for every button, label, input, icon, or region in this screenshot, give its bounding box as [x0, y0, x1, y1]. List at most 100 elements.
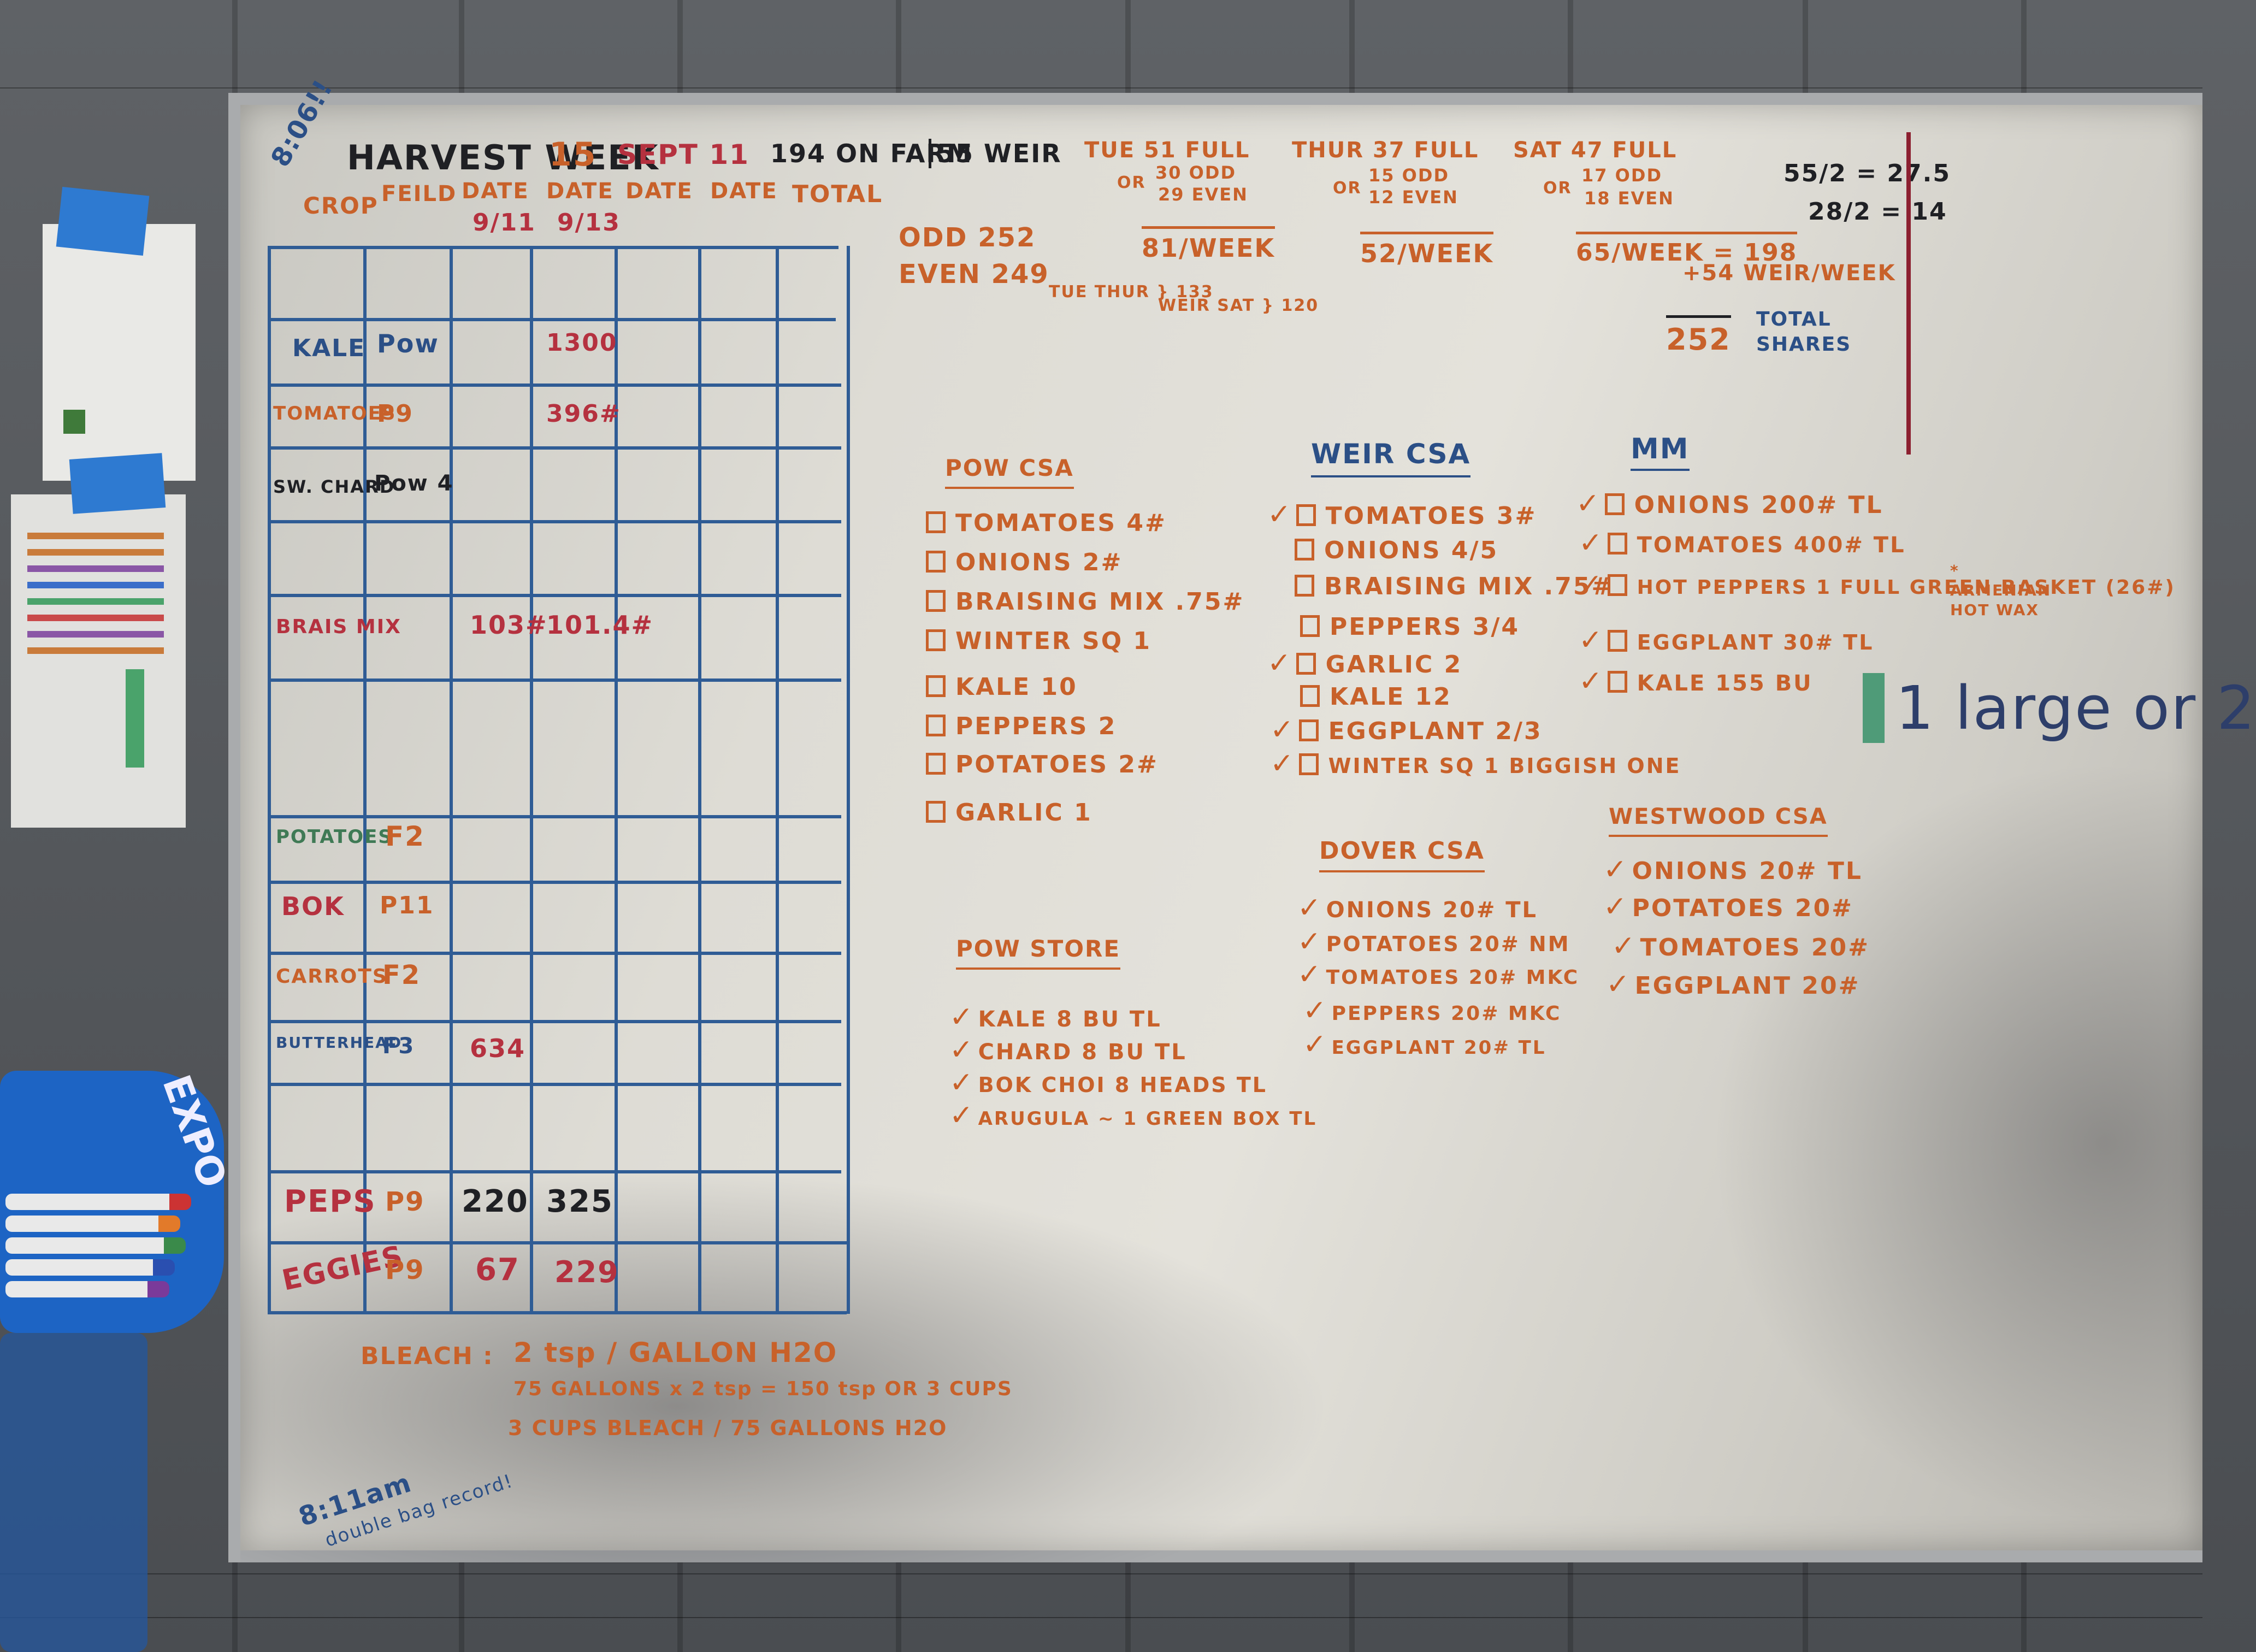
mm-item-4[interactable]: ✓EGGPLANT 30# TL: [1579, 624, 1874, 657]
westwood-csa-title: WESTWOOD CSA: [1609, 804, 1828, 837]
checkbox-icon[interactable]: [1295, 575, 1314, 597]
col-header-date-2: DATE: [546, 179, 614, 204]
bleach-line-3: 3 CUPS BLEACH / 75 GALLONS H2O: [508, 1416, 948, 1440]
check-icon: ✓: [1579, 665, 1604, 698]
pow-csa-item-3[interactable]: BRAISING MIX .75#: [926, 588, 1244, 616]
checkbox-icon[interactable]: [926, 753, 946, 775]
check-icon: ✓: [949, 1066, 975, 1099]
col-header-total: TOTAL: [792, 180, 883, 208]
dover-csa-item-2[interactable]: ✓POTATOES 20# NM: [1297, 925, 1570, 958]
tue-odd: 30 ODD: [1155, 162, 1236, 183]
check-icon: ✓: [1576, 487, 1602, 520]
row-butterhead-d1: 634: [470, 1034, 526, 1063]
pow-csa-item-4[interactable]: WINTER SQ 1: [926, 627, 1151, 655]
header-on-farm: 194 ON FARM: [770, 139, 973, 168]
westwood-csa-item-4[interactable]: ✓EGGPLANT 20#: [1606, 968, 1861, 1001]
weir-sat-sum: WEIR SAT } 120: [1158, 296, 1319, 315]
check-icon: ✓: [1579, 624, 1604, 657]
mm-item-1[interactable]: ✓ONIONS 200# TL: [1576, 487, 1883, 520]
marker-purple[interactable]: [5, 1281, 169, 1297]
checkbox-icon[interactable]: [1296, 653, 1316, 675]
weir-csa-item-1[interactable]: ✓TOMATOES 3#: [1267, 498, 1537, 531]
marker-holder: EXPO: [0, 1069, 235, 1333]
marker-blue[interactable]: [5, 1259, 175, 1276]
total-shares: 252: [1666, 315, 1731, 357]
tue-or: OR: [1117, 173, 1146, 192]
checkbox-icon[interactable]: [1607, 533, 1627, 554]
check-icon: ✓: [949, 1099, 975, 1132]
dover-csa-item-5[interactable]: ✓EGGPLANT 20# TL: [1303, 1028, 1546, 1061]
check-icon: ✓: [1267, 647, 1293, 680]
total-shares-label: TOTAL SHARES: [1756, 308, 1852, 356]
check-icon: ✓: [1297, 958, 1323, 991]
tue-thur-sum: TUE THUR } 133: [1049, 282, 1214, 302]
checkbox-icon[interactable]: [926, 511, 946, 533]
weir-csa-item-5[interactable]: ✓GARLIC 2: [1267, 647, 1463, 680]
row-peps-d2: 325: [546, 1184, 613, 1219]
checkbox-icon[interactable]: [1298, 753, 1319, 775]
header-date: SEPT 11: [617, 139, 749, 170]
weir-csa-item-4[interactable]: PEPPERS 3/4: [1300, 613, 1520, 641]
calc-28-half: 28/2 = 14: [1808, 198, 1947, 226]
marker-red[interactable]: [5, 1194, 191, 1210]
checkbox-icon[interactable]: [1295, 539, 1314, 560]
westwood-csa-item-3[interactable]: ✓TOMATOES 20#: [1611, 930, 1870, 963]
row-potatoes-crop: POTATOES: [276, 826, 393, 848]
check-icon: ✓: [1270, 747, 1296, 780]
checkbox-icon[interactable]: [926, 590, 946, 612]
pow-csa-item-7[interactable]: POTATOES 2#: [926, 751, 1159, 778]
red-divider-mark: [1906, 132, 1911, 455]
checkbox-icon[interactable]: [1607, 630, 1627, 652]
pow-csa-item-1[interactable]: TOMATOES 4#: [926, 509, 1167, 537]
check-icon: ✓: [1579, 568, 1604, 601]
checkbox-icon[interactable]: [926, 715, 946, 736]
westwood-csa-item-1[interactable]: ✓ONIONS 20# TL: [1603, 853, 1863, 886]
pow-csa-item-5[interactable]: KALE 10: [926, 673, 1078, 701]
checkbox-icon[interactable]: [1607, 574, 1627, 596]
pow-store-item-3[interactable]: ✓BOK CHOI 8 HEADS TL: [949, 1066, 1267, 1099]
mm-item-2[interactable]: ✓TOMATOES 400# TL: [1579, 527, 1906, 559]
sat-full: SAT 47 FULL: [1513, 138, 1678, 163]
checkbox-icon[interactable]: [926, 551, 946, 573]
mm-item-3[interactable]: ✓HOT PEPPERS 1 FULL GREEN BASKET (26#): [1579, 568, 2176, 601]
dover-csa-item-4[interactable]: ✓PEPPERS 20# MKC: [1303, 994, 1562, 1027]
tue-even: 29 EVEN: [1158, 184, 1248, 205]
dover-csa-item-3[interactable]: ✓TOMATOES 20# MKC: [1297, 958, 1580, 991]
whiteboard: 8:06!! HARVEST WEEK 15 SEPT 11 194 ON FA…: [228, 74, 2255, 1564]
check-icon: ✓: [1603, 853, 1629, 886]
pow-csa-item-8[interactable]: GARLIC 1: [926, 799, 1092, 827]
marker-orange[interactable]: [5, 1216, 180, 1232]
weir-csa-item-2[interactable]: ONIONS 4/5: [1295, 536, 1498, 564]
pow-store-item-2[interactable]: ✓CHARD 8 BU TL: [949, 1034, 1187, 1066]
checkbox-icon[interactable]: [1300, 615, 1320, 637]
checkbox-icon[interactable]: [926, 629, 946, 651]
westwood-csa-item-2[interactable]: ✓POTATOES 20#: [1603, 890, 1854, 923]
pow-csa-item-2[interactable]: ONIONS 2#: [926, 548, 1123, 576]
row-eggies-field: P9: [385, 1255, 425, 1285]
pow-csa-item-6[interactable]: PEPPERS 2: [926, 712, 1117, 740]
row-peps-crop: PEPS: [284, 1184, 376, 1219]
pow-store-item-1[interactable]: ✓KALE 8 BU TL: [949, 1001, 1162, 1034]
checkbox-icon[interactable]: [926, 801, 946, 823]
checkbox-icon[interactable]: [1300, 685, 1320, 707]
weir-csa-item-7[interactable]: ✓EGGPLANT 2/3: [1270, 713, 1543, 746]
check-icon: ✓: [1603, 890, 1629, 923]
checkbox-icon[interactable]: [1298, 719, 1319, 741]
checkbox-icon[interactable]: [1296, 504, 1316, 526]
mm-item-5[interactable]: ✓KALE 155 BU: [1579, 665, 1813, 698]
pow-store-item-4[interactable]: ✓ARUGULA ~ 1 GREEN BOX TL: [949, 1099, 1318, 1132]
marker-green[interactable]: [5, 1237, 186, 1254]
row-braismix-d1: 103#: [470, 610, 548, 640]
water-jug: [0, 1333, 147, 1652]
checkbox-icon[interactable]: [926, 675, 946, 697]
subheader-date-2: 9/13: [557, 209, 621, 237]
col-header-date-4: DATE: [710, 179, 778, 204]
checkbox-icon[interactable]: [1607, 671, 1627, 693]
weir-csa-item-8[interactable]: ✓WINTER SQ 1 BIGGISH ONE: [1270, 747, 1681, 780]
pow-csa-title: POW CSA: [945, 455, 1074, 489]
weir-csa-item-6[interactable]: KALE 12: [1300, 683, 1452, 711]
weir-csa-item-3[interactable]: BRAISING MIX .75#: [1295, 573, 1613, 600]
checkbox-icon[interactable]: [1604, 493, 1625, 515]
dover-csa-item-1[interactable]: ✓ONIONS 20# TL: [1297, 892, 1538, 924]
row-eggies-d2: 229: [554, 1255, 619, 1289]
